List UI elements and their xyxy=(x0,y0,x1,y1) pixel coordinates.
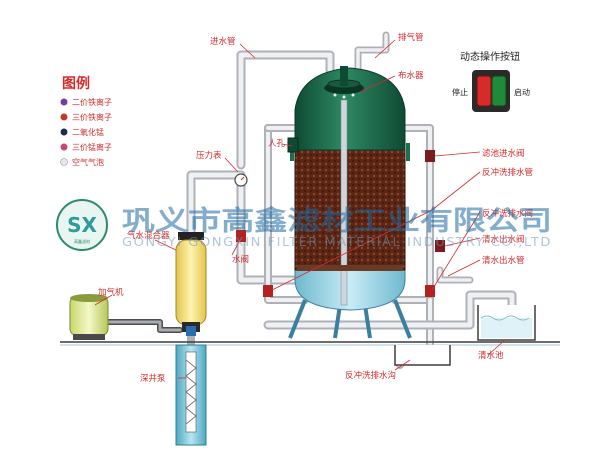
svg-text:空气气泡: 空气气泡 xyxy=(72,157,104,167)
label-manhole: 人孔 xyxy=(268,139,286,149)
filter-inlet-valve-body xyxy=(425,150,435,162)
valves xyxy=(236,150,445,297)
label-clean-water-valve: 清水出水阀 xyxy=(482,234,525,245)
backwash-trench xyxy=(394,345,451,366)
exhaust-pipe xyxy=(354,31,390,74)
deep-well-pump xyxy=(175,344,207,446)
clean-water-tank xyxy=(477,305,536,341)
legend-swatch-3 xyxy=(60,143,68,151)
filter-media xyxy=(294,149,406,271)
stop-button[interactable] xyxy=(476,75,492,107)
label-pressure-gauge: 压力表 xyxy=(196,150,222,161)
component-labels: 进水管 排气管 布水器 压力表 人孔 滤池进水阀 反冲洗排水管 反冲洗排水阀 清… xyxy=(98,32,533,384)
watermark-company-en: GONGYI GONGXIN FILTER MATERIAL INDUSTRY … xyxy=(122,235,552,249)
label-aerator: 加气机 xyxy=(98,287,124,298)
legend: 图例 二价铁离子 三价铁离子 二氧化锰 三价锰离子 空气气泡 xyxy=(60,75,112,167)
filter-tank xyxy=(287,66,412,339)
legend-swatch-4 xyxy=(60,158,68,166)
svg-text:三价铁离子: 三价铁离子 xyxy=(72,112,112,122)
leader-lines xyxy=(94,39,506,379)
company-watermark: SX 高鑫滤材 巩义市高鑫滤材工业有限公司 GONGYI GONGXIN FIL… xyxy=(56,199,552,251)
clean-water-valve-body xyxy=(435,240,445,252)
legend-item: 三价铁离子 xyxy=(60,112,112,122)
watermark-company-cn: 巩义市高鑫滤材工业有限公司 xyxy=(122,205,552,237)
aerator xyxy=(69,294,109,340)
label-clean-water-tank: 清水池 xyxy=(478,350,504,361)
start-label: 启动 xyxy=(514,87,530,97)
label-backwash-drain-trench: 反冲洗排水沟 xyxy=(345,370,396,381)
backwash-valve-right xyxy=(425,285,435,297)
svg-text:二价铁离子: 二价铁离子 xyxy=(72,97,112,107)
legend-swatch-1 xyxy=(60,113,68,121)
control-panel: 动态操作按钮 停止 启动 xyxy=(452,50,530,112)
logo-letters: SX xyxy=(67,213,97,237)
legend-swatch-2 xyxy=(60,128,68,136)
legend-item: 二价铁离子 xyxy=(60,97,112,107)
tank-legs xyxy=(288,299,412,339)
legend-item: 空气气泡 xyxy=(60,157,104,167)
svg-text:三价锰离子: 三价锰离子 xyxy=(72,142,112,152)
label-backwash-drain-pipe: 反冲洗排水管 xyxy=(482,167,533,178)
legend-title: 图例 xyxy=(62,75,90,92)
control-panel-title: 动态操作按钮 xyxy=(460,50,520,63)
legend-swatch-0 xyxy=(60,98,68,106)
label-clean-water-pipe: 清水出水管 xyxy=(482,255,525,266)
tank-top-dome xyxy=(294,67,406,151)
mixer-valve xyxy=(236,230,246,242)
label-water-gas-mixer: 气水混合器 xyxy=(127,230,170,241)
label-exhaust-pipe: 排气管 xyxy=(398,32,424,43)
company-logo: SX 高鑫滤材 xyxy=(56,199,108,251)
water-gas-mixer xyxy=(175,232,207,336)
logo-caption: 高鑫滤材 xyxy=(74,238,90,244)
label-filter-inlet-valve: 滤池进水阀 xyxy=(482,148,525,159)
pressure-gauge xyxy=(234,173,248,187)
legend-item: 二氧化锰 xyxy=(60,127,104,137)
label-distributor: 布水器 xyxy=(398,70,424,81)
center-pipe xyxy=(340,99,348,306)
start-button[interactable] xyxy=(491,75,507,107)
label-backwash-drain-valve: 反冲洗排水阀 xyxy=(482,208,533,219)
svg-text:二氧化锰: 二氧化锰 xyxy=(72,127,104,137)
label-inlet-pipe: 进水管 xyxy=(210,36,236,47)
distributor xyxy=(324,66,364,99)
label-deep-well-pump: 深井泵 xyxy=(140,373,166,384)
legend-item: 三价锰离子 xyxy=(60,142,112,152)
tank-bottom-section xyxy=(294,269,406,311)
stop-label: 停止 xyxy=(452,87,468,97)
label-water-valve: 水阀 xyxy=(232,254,249,265)
manhole-port xyxy=(287,137,299,153)
backwash-valve-left xyxy=(263,285,273,297)
